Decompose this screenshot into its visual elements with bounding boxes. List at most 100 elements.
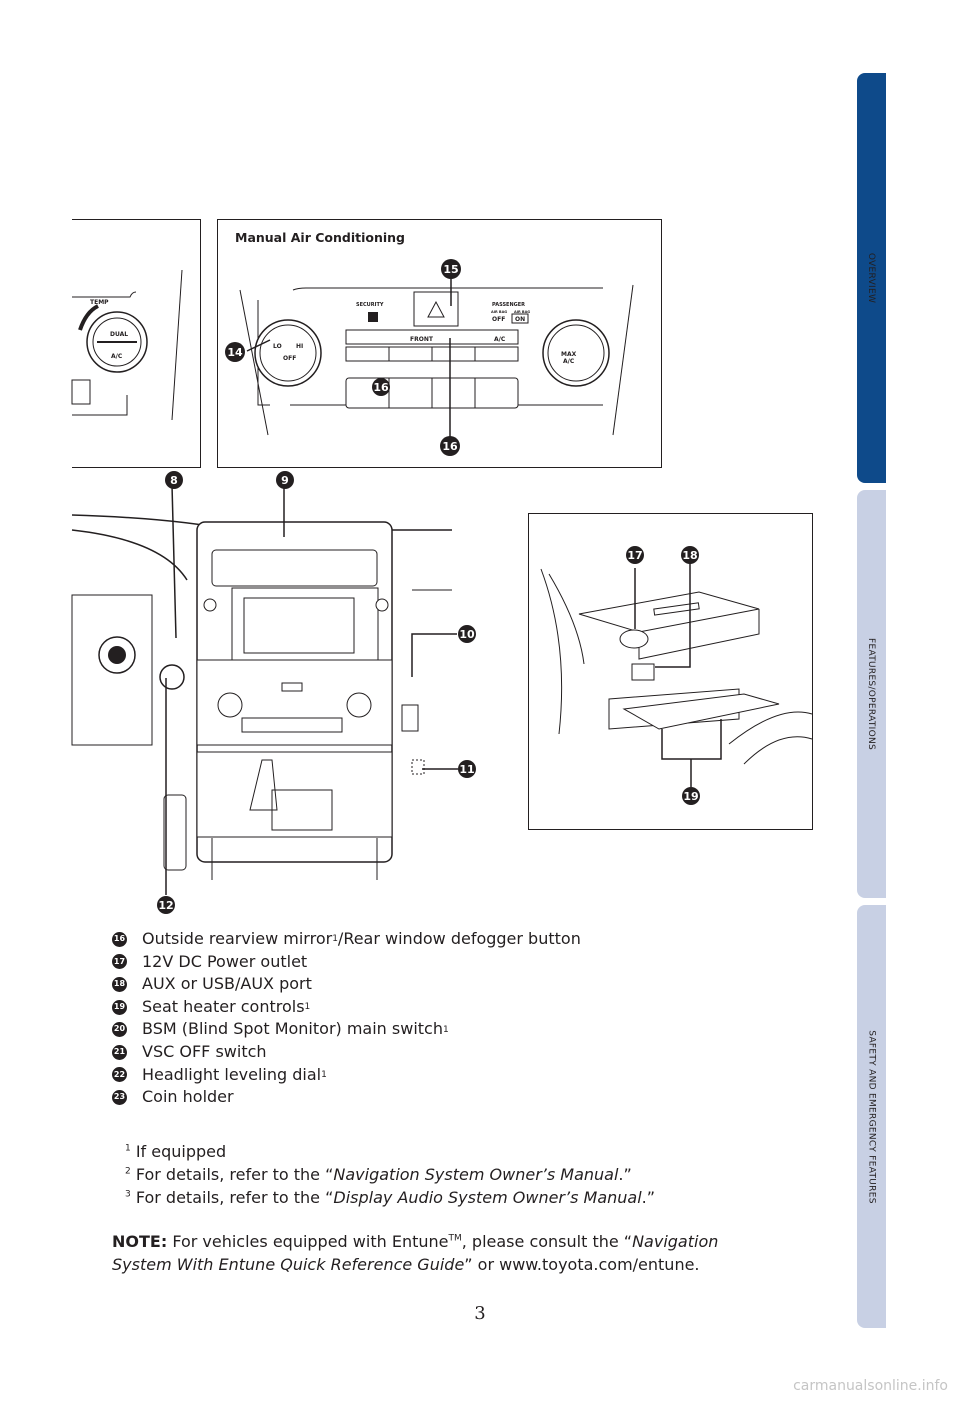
footnote-end: .”: [618, 1165, 632, 1184]
legend-text: AUX or USB/AUX port: [142, 974, 312, 994]
svg-text:16: 16: [373, 381, 389, 394]
console-panel: 17 18 19: [528, 513, 813, 830]
legend-item: 23 Coin holder: [112, 1086, 581, 1109]
passenger-label: PASSENGER: [492, 302, 525, 308]
callout-11: 11: [458, 760, 476, 778]
callout-19: 19: [682, 787, 700, 805]
manual-ac-panel: Manual Air Conditioning SECURITY PASSENG…: [217, 219, 662, 468]
svg-text:16: 16: [442, 440, 458, 453]
legend-number: 16: [112, 931, 127, 947]
tab-features-label: FEATURES/OPERATIONS: [866, 637, 877, 751]
callout-9: 9: [276, 471, 294, 489]
entune-note: NOTE: For vehicles equipped with EntuneT…: [112, 1230, 772, 1276]
legend-text: VSC OFF switch: [142, 1041, 267, 1061]
footnote-sup: 3: [125, 1189, 131, 1200]
legend-text: Coin holder: [142, 1087, 234, 1107]
footnote-text: For details, refer to the “: [135, 1188, 334, 1207]
security-label: SECURITY: [356, 302, 384, 308]
tab-overview-label: OVERVIEW: [866, 252, 877, 304]
callout-15: 15: [441, 259, 461, 279]
callout-18: 18: [681, 546, 699, 564]
callout-12: 12: [157, 896, 175, 914]
fan-off-label: OFF: [283, 355, 296, 362]
callout-16-button: 16: [372, 378, 390, 396]
legend-text: Outside rearview mirror: [142, 929, 333, 948]
legend-number: 23: [112, 1089, 127, 1105]
footnote-text: For details, refer to the “: [135, 1165, 334, 1184]
footnote-sup: 1: [125, 1143, 131, 1154]
callout-17: 17: [626, 546, 644, 564]
svg-text:8: 8: [170, 474, 178, 487]
legend-number: 17: [112, 954, 127, 970]
tab-safety-label-wrap: SAFETY AND EMERGENCY FEATURES: [857, 905, 886, 1328]
callout-14: 14: [225, 342, 245, 362]
svg-text:19: 19: [683, 790, 698, 803]
svg-text:18: 18: [682, 549, 697, 562]
tab-safety-emergency[interactable]: [857, 905, 886, 1328]
legend-item: 18 AUX or USB/AUX port: [112, 973, 581, 996]
note-label: NOTE:: [112, 1232, 168, 1251]
legend-item: 17 12V DC Power outlet: [112, 951, 581, 974]
footnote: 3 For details, refer to the “Display Aud…: [125, 1186, 655, 1209]
console-illustration: 17 18 19: [540, 546, 813, 805]
callout-16-front: 16: [440, 436, 460, 456]
legend-text-after: /Rear window defogger button: [337, 929, 581, 948]
temp-label: TEMP: [90, 299, 109, 306]
footnote-italic: Navigation System Owner’s Manual: [333, 1165, 619, 1184]
footnote-text: If equipped: [135, 1142, 227, 1161]
legend-text: 12V DC Power outlet: [142, 951, 308, 971]
fan-lo-label: LO: [273, 343, 282, 350]
max-ac-label: A/C: [563, 358, 575, 365]
svg-text:12: 12: [158, 899, 173, 912]
airbag-off-small-label: AIR BAG: [491, 310, 507, 314]
dashboard-illustration: 8 9 10 11 12: [71, 471, 476, 914]
footnote: 1 If equipped: [125, 1140, 655, 1163]
svg-text:9: 9: [281, 474, 289, 487]
note-text-2: , please consult the “: [461, 1232, 633, 1251]
legend-number: 18: [112, 976, 127, 992]
airbag-off-label: OFF: [492, 316, 505, 323]
svg-text:10: 10: [459, 628, 475, 641]
footnote-end: .”: [641, 1188, 656, 1207]
page-number: 3: [474, 1303, 486, 1324]
max-label: MAX: [561, 351, 577, 358]
legend-text: Seat heater controls: [142, 996, 305, 1016]
footnote: 2 For details, refer to the “Navigation …: [125, 1163, 655, 1186]
airbag-on-label: ON: [515, 316, 525, 323]
legend-number: 19: [112, 999, 127, 1015]
ac-label: A/C: [494, 336, 506, 343]
watermark: carmanualsonline.info: [793, 1378, 948, 1394]
dual-label: DUAL: [110, 331, 128, 338]
legend-number: 22: [112, 1067, 127, 1083]
dual-climate-panel: TEMP DUAL A/C: [71, 219, 201, 468]
tab-features-label-wrap: FEATURES/OPERATIONS: [857, 490, 886, 898]
tab-safety-label: SAFETY AND EMERGENCY FEATURES: [866, 1029, 877, 1204]
svg-text:17: 17: [627, 549, 642, 562]
legend-text: BSM (Blind Spot Monitor) main switch: [142, 1019, 443, 1039]
callout-8: 8: [165, 471, 183, 489]
footnote-sup: 2: [125, 1166, 131, 1177]
note-italic: Navigation System With Entune Quick Refe…: [112, 1232, 719, 1274]
front-label: FRONT: [410, 336, 434, 343]
note-text-3: ” or www.toyota.com/entune.: [464, 1255, 700, 1274]
ac-small-label: A/C: [111, 353, 123, 360]
airbag-on-small-label: AIR BAG: [514, 310, 530, 314]
dual-climate-illustration: TEMP DUAL A/C: [71, 269, 183, 421]
tab-overview-label-wrap: OVERVIEW: [857, 73, 886, 483]
legend-text: Headlight leveling dial: [142, 1064, 322, 1084]
note-tm: TM: [448, 1233, 462, 1244]
svg-text:11: 11: [459, 763, 474, 776]
tab-features-operations[interactable]: [857, 490, 886, 898]
manual-ac-title: Manual Air Conditioning: [235, 230, 405, 245]
fan-hi-label: HI: [296, 343, 303, 350]
tab-overview[interactable]: [857, 73, 886, 483]
legend-number: 20: [112, 1022, 127, 1038]
note-text-1: For vehicles equipped with Entune: [167, 1232, 449, 1251]
manual-ac-illustration: Manual Air Conditioning SECURITY PASSENG…: [225, 230, 634, 456]
